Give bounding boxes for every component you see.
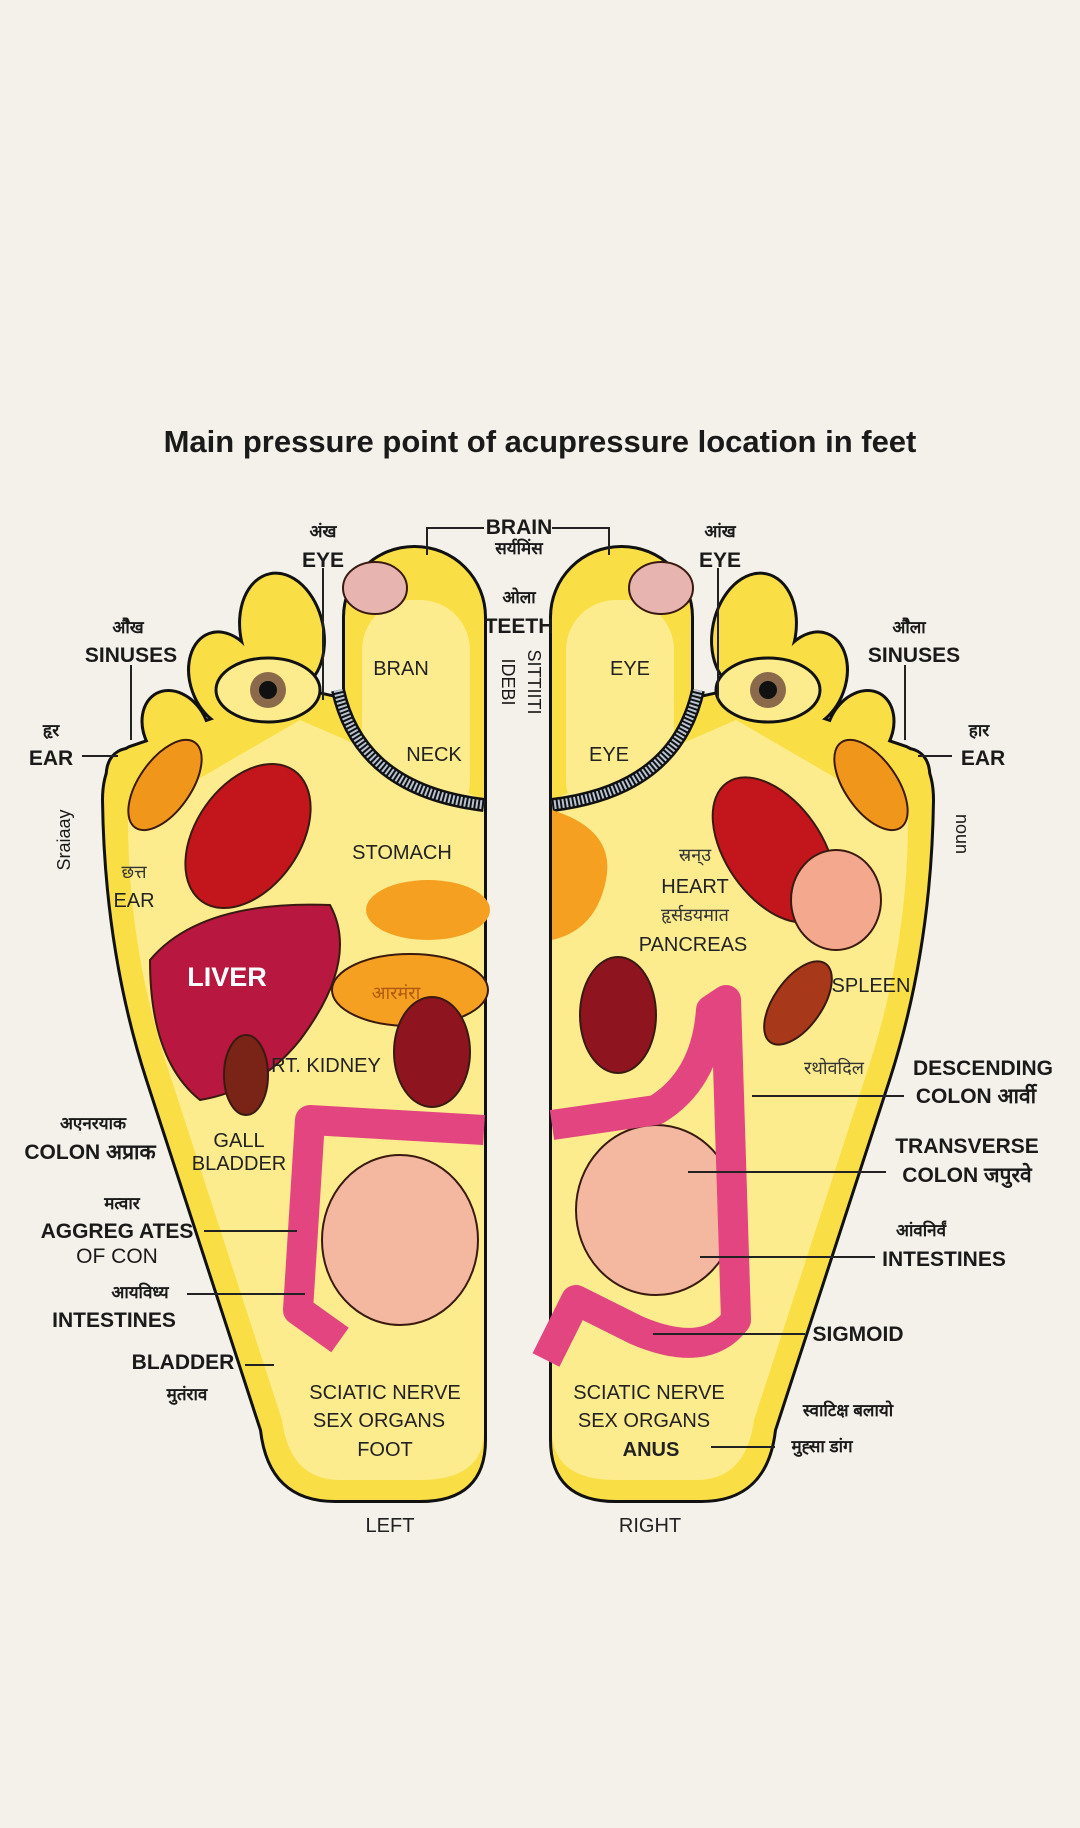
brain-hindi-label: सर्यमिंस bbox=[494, 538, 544, 558]
left-foot-caption: LEFT bbox=[366, 1515, 415, 1537]
brain-leader-right bbox=[552, 527, 610, 555]
right-ear-label: EAR bbox=[961, 747, 1005, 770]
rotated-label-a: IDEBI bbox=[498, 658, 518, 705]
left-eye-pupil bbox=[259, 681, 277, 699]
leader-lines bbox=[82, 527, 952, 1448]
right-sex-organs-label: SEX ORGANS bbox=[578, 1410, 710, 1432]
bran-label: BRAN bbox=[373, 658, 429, 680]
left-intestines-organ bbox=[321, 1154, 479, 1326]
left-ear-organ bbox=[127, 738, 203, 832]
left-side-rotated-label: Sraiaay bbox=[54, 809, 74, 870]
left-colon-organ bbox=[283, 1105, 485, 1353]
left-brain-icon bbox=[342, 561, 408, 615]
left-foot bbox=[96, 548, 490, 1500]
transverse-label: TRANSVERSE bbox=[895, 1135, 1039, 1158]
teeth-label: TEETH bbox=[485, 615, 554, 638]
neck-label: NECK bbox=[406, 744, 462, 766]
left-ear-hindi-label: हृर bbox=[42, 721, 60, 740]
left-sinuses-label: SINUSES bbox=[85, 644, 177, 667]
foot-label: FOOT bbox=[357, 1439, 413, 1461]
gall-label: GALL bbox=[213, 1130, 264, 1152]
left-kidney-organ bbox=[393, 996, 471, 1108]
descending-label: DESCENDING bbox=[913, 1057, 1053, 1080]
aggregates-label-2: OF CON bbox=[76, 1245, 158, 1268]
right-eye-pupil bbox=[759, 681, 777, 699]
left-bladder-label: BLADDER bbox=[132, 1351, 235, 1374]
right-stomach-organ bbox=[552, 810, 608, 940]
right-ear-organ bbox=[833, 738, 909, 832]
aggregates-label: AGGREG ATES bbox=[41, 1220, 194, 1243]
gall-bladder-label: BLADDER bbox=[192, 1153, 286, 1175]
anus-hindi-label-2: मुह्सा डांग bbox=[790, 1437, 854, 1457]
liver-label: LIVER bbox=[187, 962, 267, 992]
left-sex-organs-label: SEX ORGANS bbox=[313, 1410, 445, 1432]
right-sinuses-label: SINUSES bbox=[868, 644, 960, 667]
left-eye-label: EYE bbox=[302, 549, 344, 572]
heart-label: HEART bbox=[661, 876, 728, 898]
right-kidney-organ bbox=[579, 956, 657, 1074]
right-colon-organ bbox=[532, 985, 751, 1367]
diagram-title: Main pressure point of acupressure locat… bbox=[164, 424, 917, 459]
anus-hindi-label-1: स्वाटिक्ष बलायो bbox=[802, 1400, 894, 1420]
left-stomach-organ bbox=[366, 880, 490, 940]
left-eye-hindi-label: अंख bbox=[310, 522, 338, 541]
spleen-label: SPLEEN bbox=[832, 975, 911, 997]
left-sinuses-hindi-label: औेख bbox=[112, 617, 144, 637]
rt-kidney-label: RT. KIDNEY bbox=[271, 1055, 381, 1077]
pancreas-label: PANCREAS bbox=[639, 934, 748, 956]
pancreas-hindi-label: हृर्सडयमात bbox=[661, 904, 730, 925]
teeth-hindi-label: ओला bbox=[502, 587, 536, 607]
aggregates-hindi-label: मत्वार bbox=[103, 1194, 141, 1213]
right-foot-caption: RIGHT bbox=[619, 1515, 681, 1537]
left-bladder-hindi-label: मुतंराव bbox=[166, 1385, 209, 1405]
sigmoid-label: SIGMOID bbox=[812, 1323, 903, 1346]
right-toe-eye-label-2: EYE bbox=[589, 744, 629, 766]
transverse-colon-label: COLON जपुरवे bbox=[902, 1162, 1033, 1189]
left-neck-band-fill bbox=[333, 689, 485, 810]
right-foot bbox=[532, 548, 940, 1500]
left-lung-organ bbox=[184, 762, 312, 910]
rotated-label-b: SITTIITI bbox=[524, 650, 544, 715]
left-intestines-label: INTESTINES bbox=[52, 1309, 176, 1332]
left-sciatic-label: SCIATIC NERVE bbox=[309, 1382, 461, 1404]
right-sciatic-label: SCIATIC NERVE bbox=[573, 1382, 725, 1404]
anus-label: ANUS bbox=[623, 1439, 680, 1461]
right-sinuses-hindi-label: औेला bbox=[892, 617, 926, 637]
spleen-organ bbox=[763, 960, 833, 1046]
left-pancreas-hindi-label: आरमंरा bbox=[372, 983, 421, 1003]
brain-leader-left bbox=[426, 527, 484, 555]
brain-label: BRAIN bbox=[486, 516, 553, 539]
left-intestines-hindi-label: आयविध्य bbox=[111, 1282, 169, 1302]
left-ear2-label: EAR bbox=[113, 890, 154, 912]
right-intestines-label: INTESTINES bbox=[882, 1248, 1006, 1271]
right-side-rotated-label: noun bbox=[952, 814, 972, 854]
heart-organ bbox=[790, 849, 882, 951]
right-eye-label: EYE bbox=[699, 549, 741, 572]
left-colon-label: COLON अप्राक bbox=[24, 1141, 156, 1164]
right-intestines-hindi-label: आंवनिर्वं bbox=[896, 1220, 948, 1240]
right-neck-band-fill bbox=[551, 689, 703, 810]
right-eye-hindi-label: आंख bbox=[704, 522, 736, 541]
right-ear-hindi-label: हार bbox=[968, 721, 990, 740]
left-gallbladder-organ bbox=[223, 1034, 269, 1116]
left-liver-organ bbox=[148, 903, 341, 1102]
heart-hindi-label: स्रन्उ bbox=[679, 845, 712, 866]
right-brain-icon bbox=[628, 561, 694, 615]
left-ear-label: EAR bbox=[29, 747, 73, 770]
right-toe-eye-label-1: EYE bbox=[610, 658, 650, 680]
descending-colon-label: COLON आर्वी bbox=[916, 1083, 1038, 1108]
left-colon-hindi-label: अएनरयाक bbox=[60, 1114, 127, 1133]
spleen-hindi-label: रथोवदिल bbox=[804, 1057, 865, 1078]
left-ear2-hindi-label: छत्त bbox=[121, 862, 147, 882]
right-intestines-organ bbox=[575, 1124, 737, 1296]
stomach-label: STOMACH bbox=[352, 842, 452, 864]
